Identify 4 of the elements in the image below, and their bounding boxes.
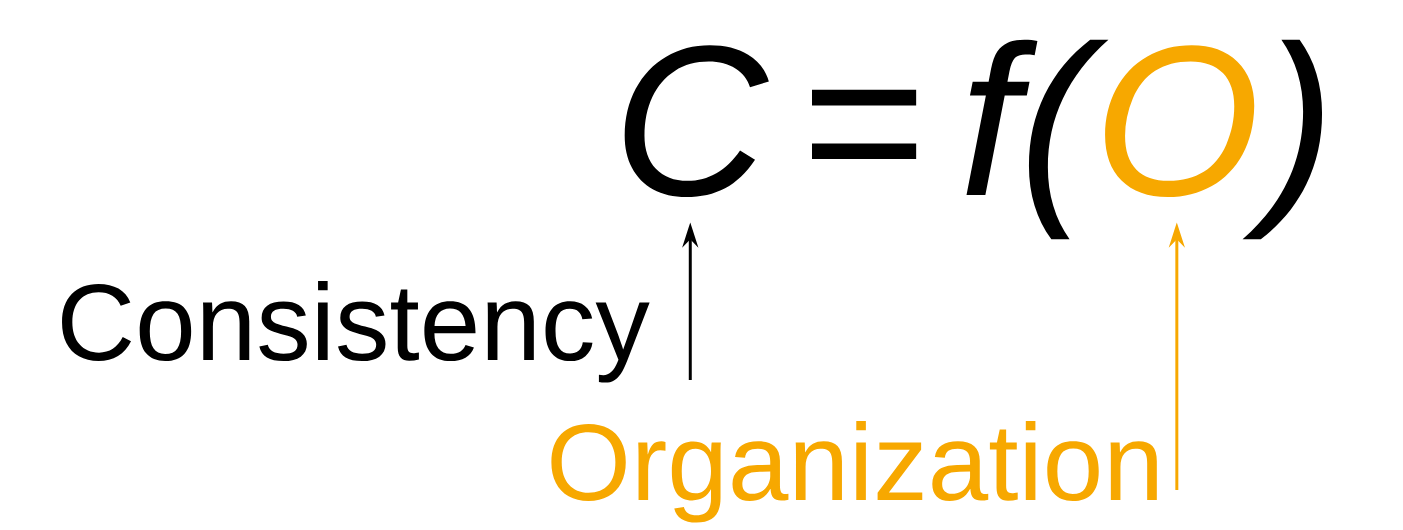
- term-label: Consistency: [62, 281, 650, 383]
- formula-variable: C: [624, 45, 769, 198]
- term-label: Organization: [551, 421, 1157, 523]
- formula-symbol: =: [812, 89, 917, 159]
